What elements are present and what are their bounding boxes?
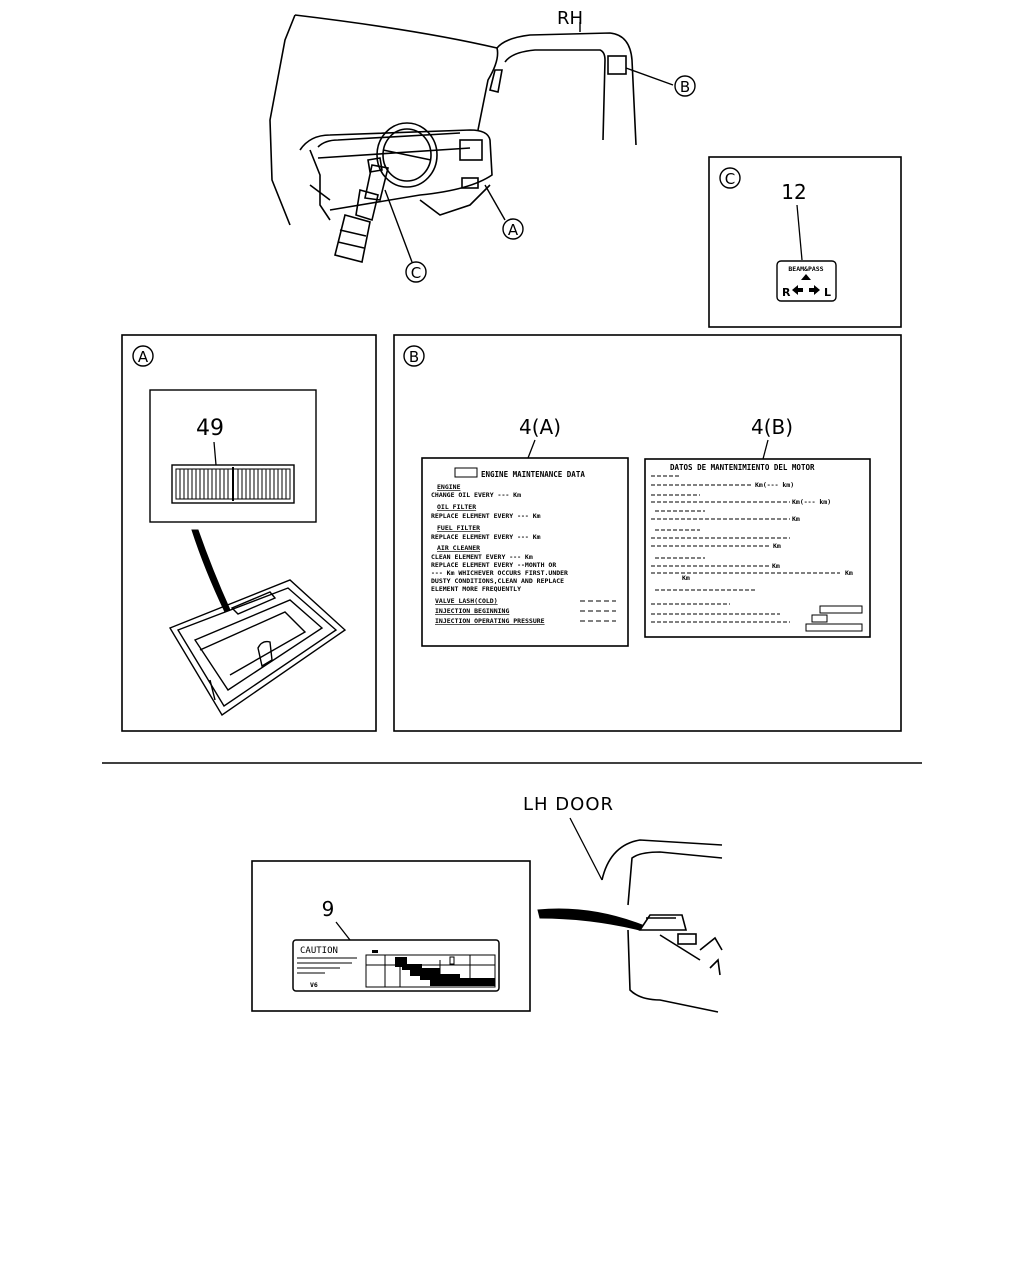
label-a-line: REPLACE ELEMENT EVERY --- Km xyxy=(431,533,541,541)
part-number-12: 12 xyxy=(781,180,806,204)
callout-a-letter: A xyxy=(508,221,519,239)
panel-caution: 9 CAUTION V6 xyxy=(251,860,531,1012)
label-b-km: Km xyxy=(773,542,781,550)
label-a-line: REPLACE ELEMENT EVERY --- Km xyxy=(431,512,541,520)
label-b-title: DATOS DE MANTENIMIENTO DEL MOTOR xyxy=(670,463,815,472)
panel-b-tag: B xyxy=(409,348,419,366)
label-a-line: REPLACE ELEMENT EVERY --MONTH OR xyxy=(431,561,556,569)
callout-b-letter: B xyxy=(680,78,690,96)
panel-c: C 12 BEAM&PASS R L xyxy=(708,156,902,328)
beam-pass-label-title: BEAM&PASS xyxy=(788,265,823,273)
lh-door-label: LH DOOR xyxy=(523,794,614,815)
label-a-title: ENGINE MAINTENANCE DATA xyxy=(481,470,585,479)
label-a-line: FUEL FILTER xyxy=(437,524,480,532)
callout-b-top: B xyxy=(674,75,696,97)
label-a-line: INJECTION BEGINNING xyxy=(435,607,509,615)
label-a-line: ELEMENT MORE FREQUENTLY xyxy=(431,585,521,593)
part-number-4a: 4(A) xyxy=(519,415,561,439)
part-number-49: 49 xyxy=(196,416,224,441)
label-b-km: Km xyxy=(772,562,780,570)
beam-pass-label-l: L xyxy=(824,286,831,299)
caution-title: CAUTION xyxy=(300,946,338,956)
rh-label: RH xyxy=(557,8,583,29)
datos-mantenimiento-label: DATOS DE MANTENIMIENTO DEL MOTOR xyxy=(644,458,871,638)
label-a-line: CLEAN ELEMENT EVERY --- Km xyxy=(431,553,533,561)
label-a-line: VALVE LASH(COLD) xyxy=(435,597,498,605)
panel-b: B 4(A) 4(B) ENGINE MAINTENANCE DATA ENGI… xyxy=(393,334,902,732)
door-illustration xyxy=(601,839,723,1013)
callout-c-letter: C xyxy=(411,264,421,282)
callout-c-top: C xyxy=(405,261,427,283)
label-a-line: DUSTY CONDITIONS,CLEAN AND REPLACE xyxy=(431,577,564,585)
part-number-9: 9 xyxy=(322,897,335,921)
label-a-line: OIL FILTER xyxy=(437,503,476,511)
glove-box-illustration xyxy=(168,579,347,717)
cab-interior-illustration xyxy=(269,14,637,263)
label-b-km: Km xyxy=(792,515,800,523)
beam-pass-label-r: R xyxy=(782,286,791,299)
label-b-km: Km(--- km) xyxy=(792,498,831,506)
part-number-4b: 4(B) xyxy=(751,415,793,439)
label-a-line: ENGINE xyxy=(437,483,461,491)
label-b-km: Km xyxy=(682,574,690,582)
panel-a: A 49 xyxy=(121,334,377,732)
callout-a-top: A xyxy=(502,218,524,240)
engine-maintenance-label: ENGINE MAINTENANCE DATA ENGINE CHANGE OI… xyxy=(421,457,629,647)
label-b-km: Km xyxy=(845,569,853,577)
panel-c-tag: C xyxy=(725,170,735,188)
caution-footer: V6 xyxy=(310,981,318,989)
label-a-line: AIR CLEANER xyxy=(437,544,480,552)
panel-a-tag: A xyxy=(138,348,149,366)
label-a-line: CHANGE OIL EVERY --- Km xyxy=(431,491,521,499)
label-b-km: Km(--- km) xyxy=(755,481,794,489)
label-a-line: INJECTION OPERATING PRESSURE xyxy=(435,617,545,625)
vent-grille-label xyxy=(171,464,295,504)
label-a-line: --- Km WHICHEVER OCCURS FIRST.UNDER xyxy=(431,569,568,577)
